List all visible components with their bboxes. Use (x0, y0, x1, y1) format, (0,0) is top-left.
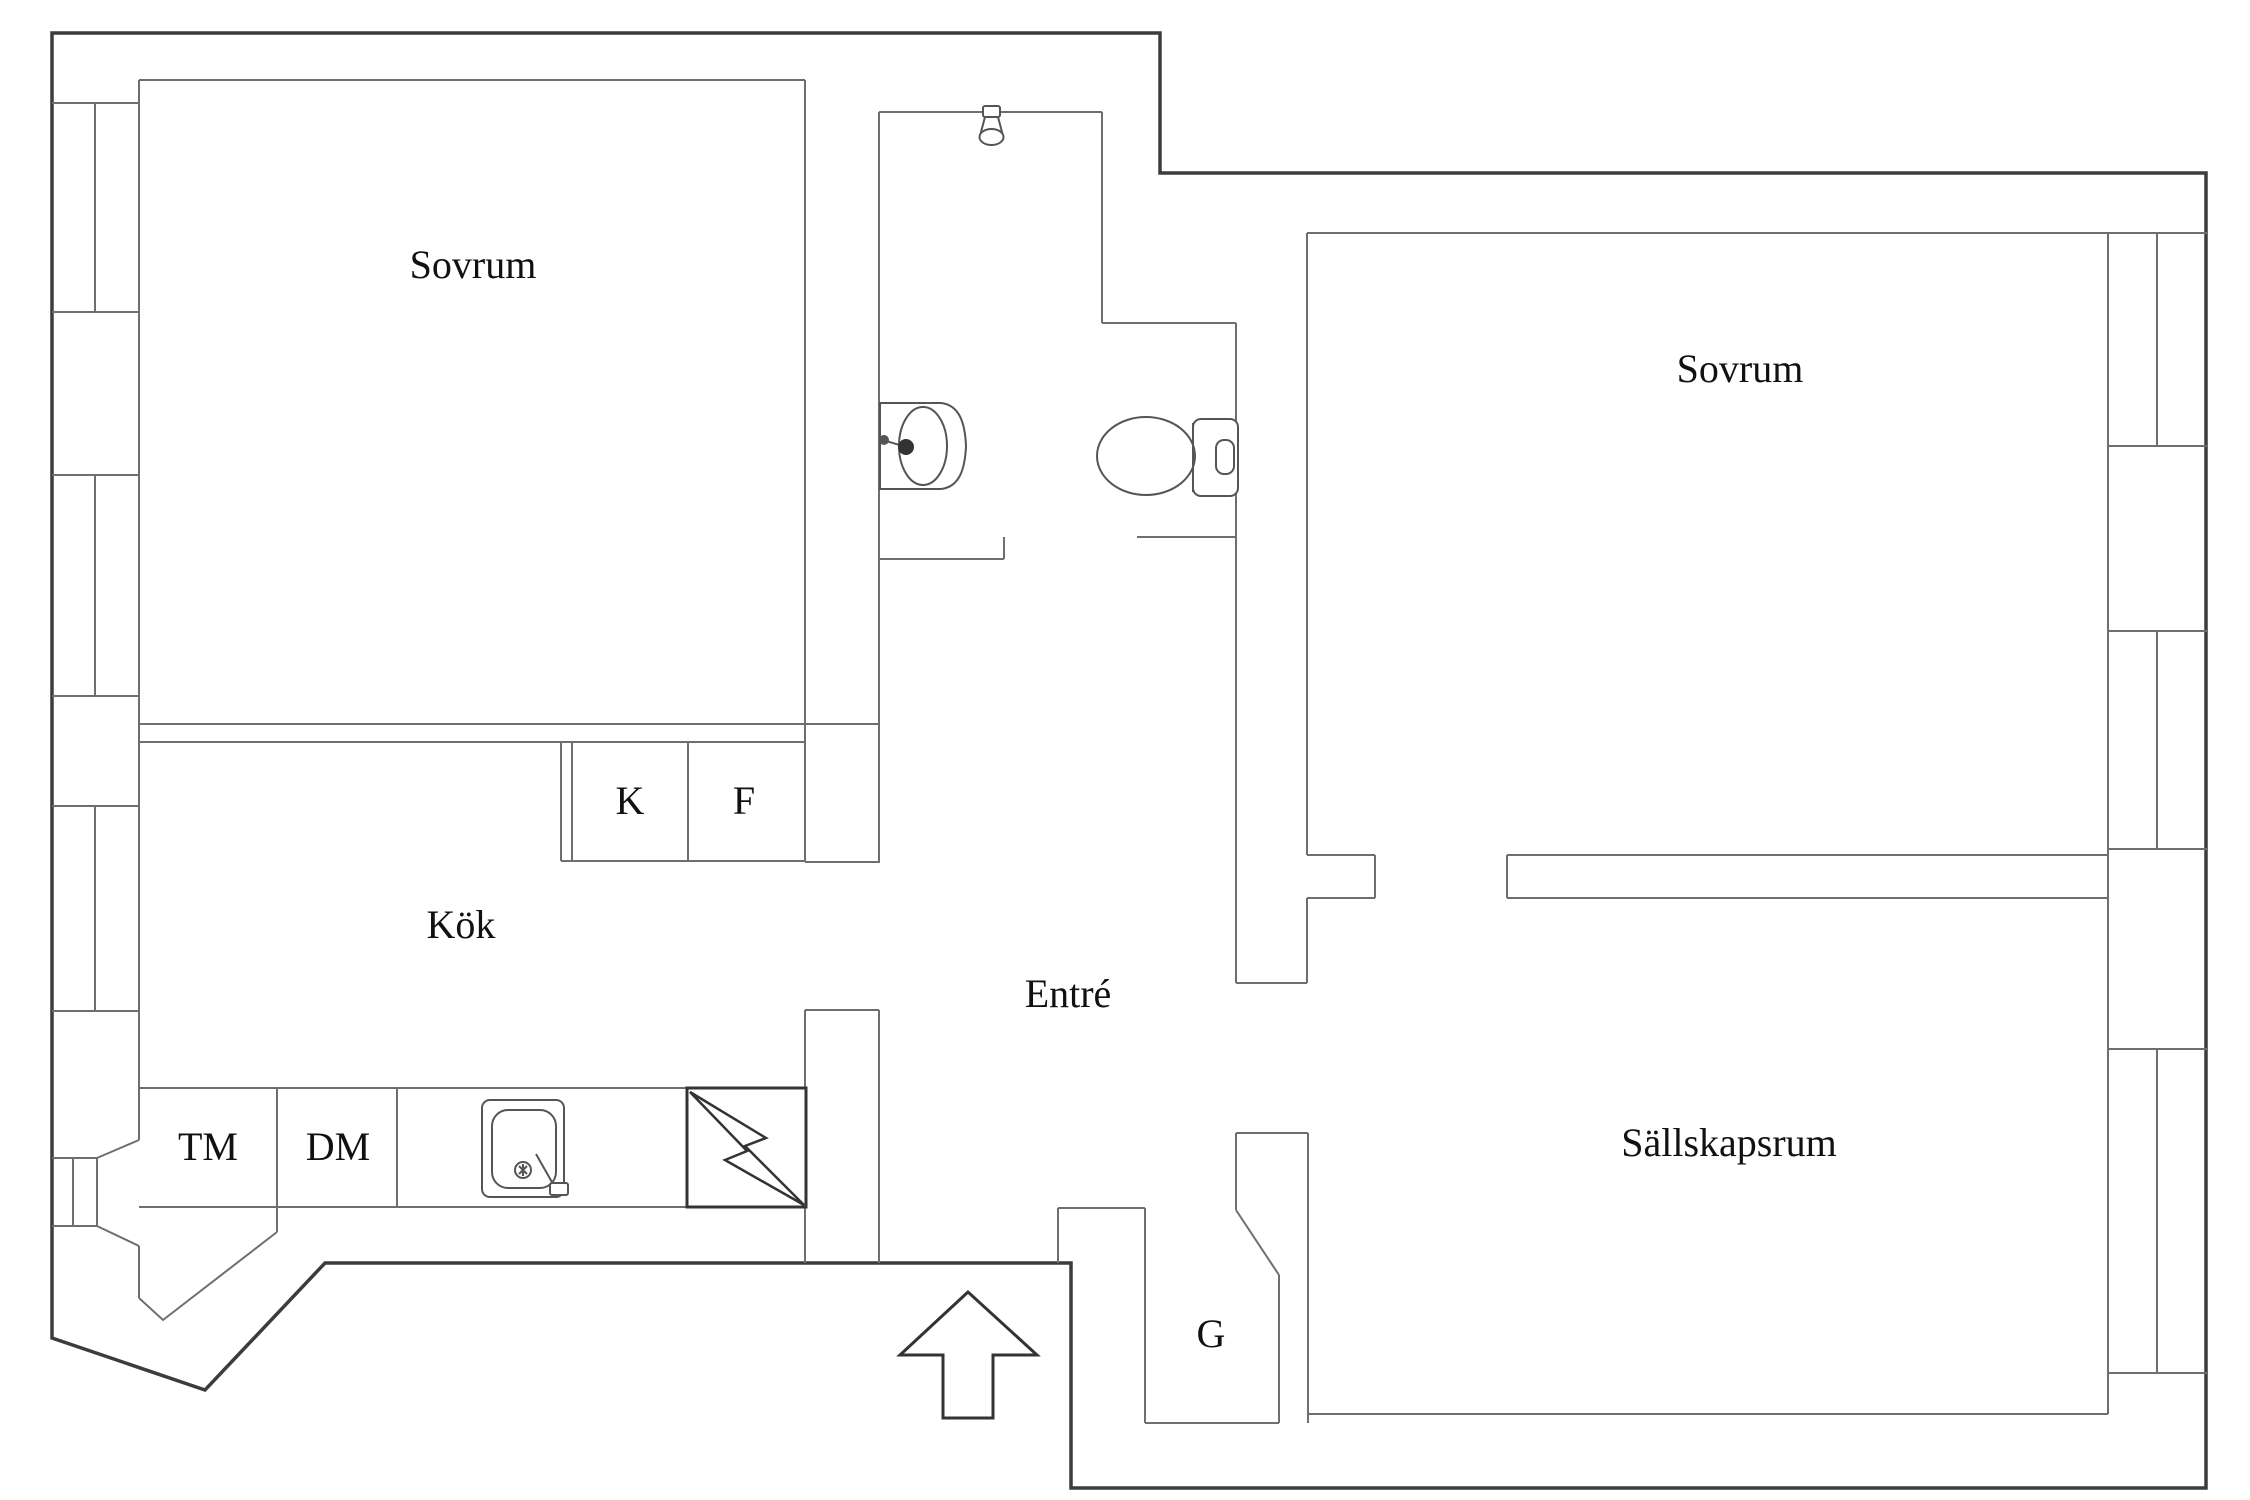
fridge-freezer-counter (560, 742, 805, 862)
entry-bedroom2-wall (1306, 233, 1376, 983)
kitchen-sink-icon (481, 1099, 569, 1198)
left-wall-niche (52, 1139, 140, 1247)
southwest-inner-diagonal (138, 1231, 278, 1322)
kitchen-counter-row (139, 1087, 687, 1232)
shower-head-icon (978, 105, 1005, 146)
appliance-label-washing-machine: TM (178, 1124, 238, 1169)
lightning-bolt-icon (689, 1090, 805, 1207)
right-wall-bay-dividers (2108, 445, 2207, 1374)
room-label-kitchen: Kök (427, 902, 496, 947)
bedroom-kitchen-wall (139, 723, 880, 743)
appliance-label-dishwasher: DM (306, 1124, 370, 1169)
bathroom-sink-icon (879, 402, 968, 490)
bathroom-walls (879, 111, 1307, 984)
appliance-label-freezer: F (733, 778, 755, 823)
exterior-wall-outline (50, 31, 2208, 1490)
room-label-bedroom-left: Sovrum (410, 242, 537, 287)
room-label-entry: Entré (1025, 971, 1112, 1016)
entrance-arrow-icon (896, 1289, 1041, 1420)
room-label-bedroom-right: Sovrum (1677, 346, 1804, 391)
appliance-label-fridge: K (616, 778, 645, 823)
stove (685, 1086, 808, 1209)
bedroom2-livingroom-wall (1506, 854, 2108, 899)
room-label-closet: G (1197, 1311, 1226, 1356)
room-labels: Sovrum Sovrum Kök Entré Sällskapsrum G K… (178, 242, 1837, 1356)
room-label-living-room: Sällskapsrum (1621, 1120, 1837, 1165)
interior-walls (52, 79, 2207, 1424)
toilet-icon (1096, 416, 1239, 497)
living-room-west-wall (1145, 1132, 1309, 1424)
closet-west-pillar (1057, 1207, 1146, 1423)
